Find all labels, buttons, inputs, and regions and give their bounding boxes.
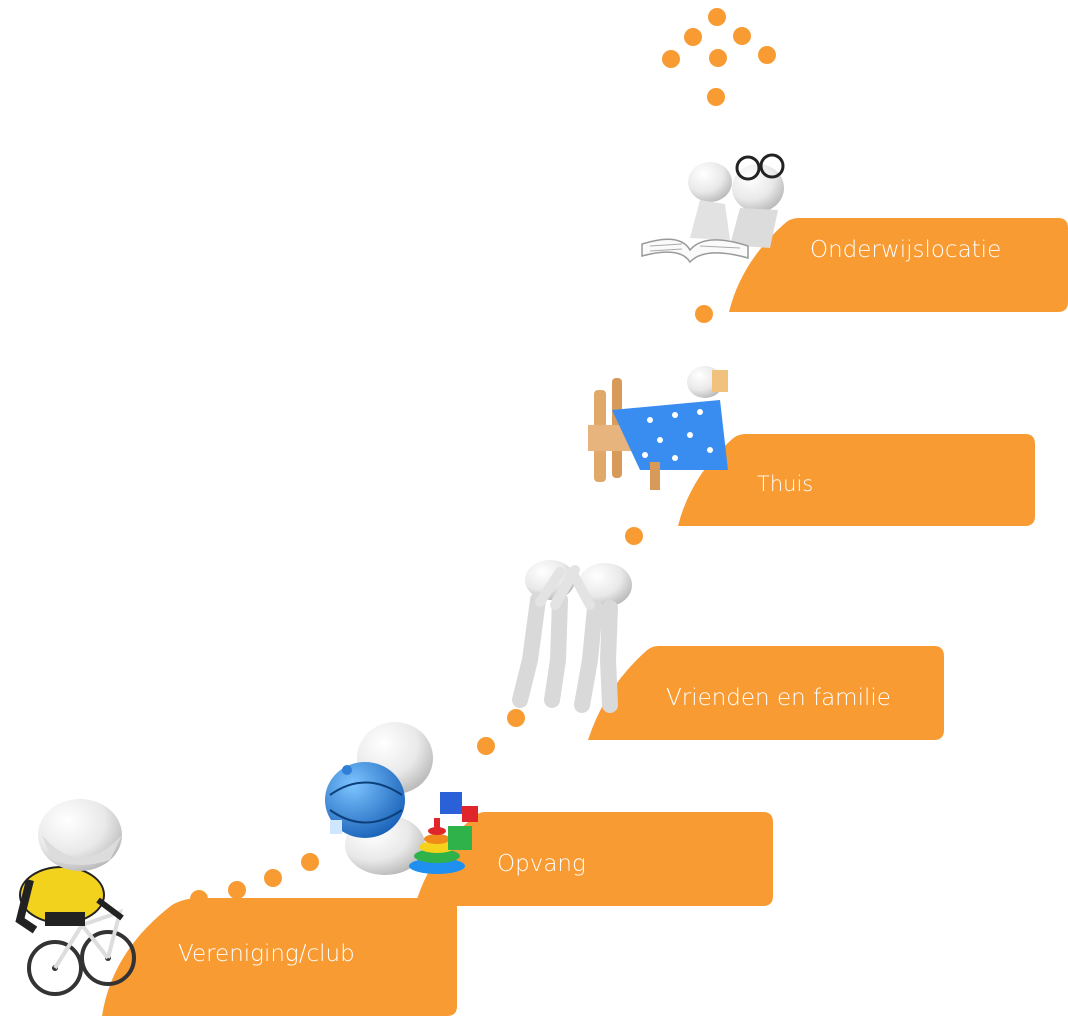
step-label-vrienden: Vrienden en familie — [666, 685, 891, 711]
step-label-vereniging: Vereniging/club — [178, 941, 355, 967]
step-label-opvang: Opvang — [497, 851, 586, 877]
label-box-vrienden — [588, 646, 944, 740]
figure-in-bed-icon — [588, 366, 728, 490]
label-box-onderwijslocatie — [729, 218, 1068, 312]
step-label-onderwijslocatie: Onderwijslocatie — [810, 237, 1001, 263]
label-box-vereniging — [102, 898, 457, 1016]
dotted-path — [190, 8, 776, 908]
high-five-figures-icon — [512, 560, 632, 713]
step-labels: Vereniging/club Opvang Vrienden en famil… — [178, 237, 1001, 967]
cyclist-figure-icon — [15, 799, 136, 996]
baby-with-toys-icon — [325, 722, 478, 875]
reading-figures-icon — [641, 153, 785, 264]
label-box-thuis — [678, 434, 1035, 526]
label-box-opvang — [415, 812, 773, 906]
step-label-thuis: Thuis — [757, 472, 813, 496]
